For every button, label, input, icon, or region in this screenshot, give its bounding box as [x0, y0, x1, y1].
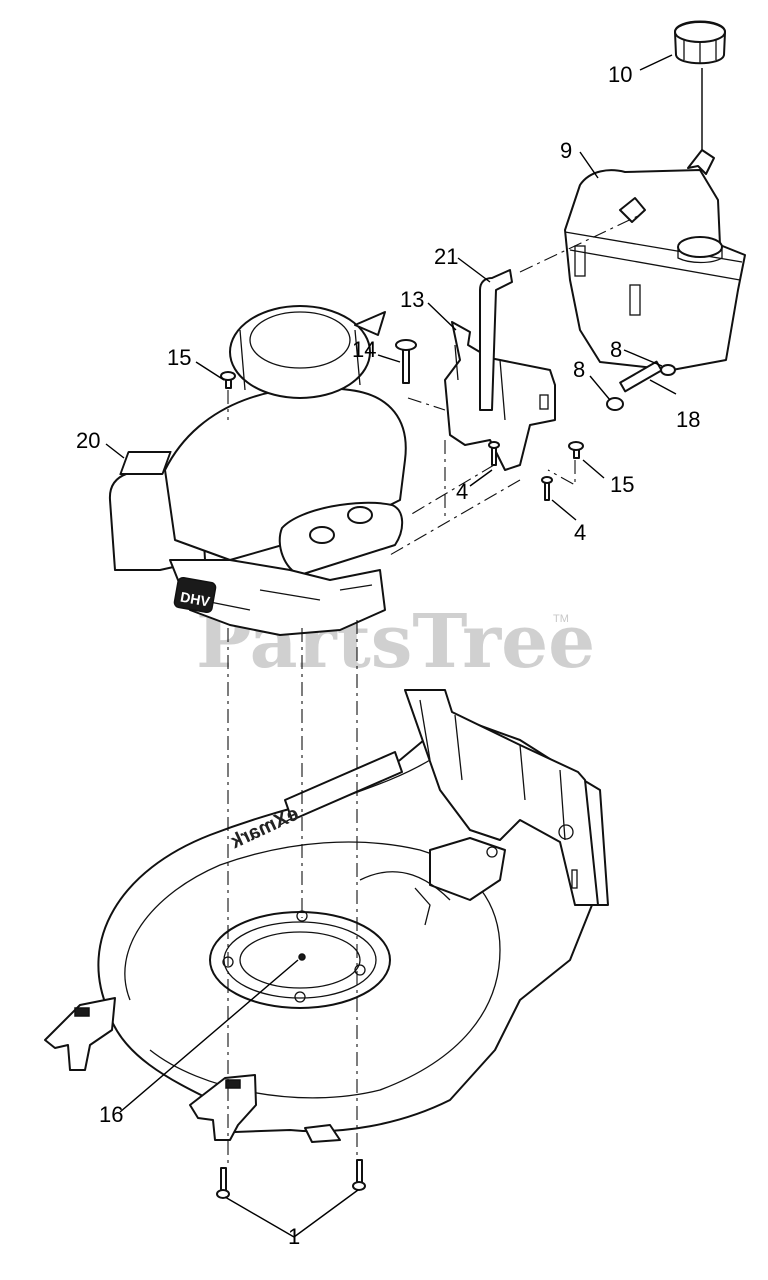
fuel-tank[interactable] [564, 169, 746, 371]
fuel-tube[interactable] [479, 269, 513, 411]
engine-badge-text: DHV [179, 589, 212, 610]
callout-8: 8 [573, 357, 585, 382]
bolt[interactable] [568, 441, 584, 459]
hose-clamp[interactable] [606, 397, 624, 411]
callout-1: 1 [288, 1224, 300, 1249]
bolt[interactable] [220, 371, 236, 389]
callout-8: 8 [610, 337, 622, 362]
callout-9: 9 [560, 138, 572, 163]
mower-deck[interactable]: eXmark [44, 689, 609, 1143]
callout-4: 4 [456, 479, 468, 504]
callout-4: 4 [574, 520, 586, 545]
callout-18: 18 [676, 407, 700, 432]
leader-lines [105, 54, 677, 1238]
callout-21: 21 [434, 244, 458, 269]
bolt[interactable] [541, 476, 553, 501]
callout-10: 10 [608, 62, 632, 87]
fuel-line[interactable] [606, 360, 676, 411]
watermark-trademark: TM [553, 613, 569, 625]
label-decal[interactable] [119, 451, 172, 475]
callout-16: 16 [99, 1102, 123, 1127]
engine[interactable]: DHV [108, 305, 407, 636]
bolt[interactable] [352, 1159, 366, 1191]
assembly-lines [227, 214, 641, 1168]
callout-15: 15 [167, 345, 191, 370]
callout-15: 15 [610, 472, 634, 497]
callout-14: 14 [352, 337, 376, 362]
hose-clamp[interactable] [660, 364, 676, 376]
bolt[interactable] [395, 339, 417, 384]
fuel-cap[interactable] [674, 20, 726, 175]
mounting-bracket[interactable] [444, 321, 556, 471]
callout-13: 13 [400, 287, 424, 312]
callout-20: 20 [76, 428, 100, 453]
bolt[interactable] [216, 1167, 230, 1199]
